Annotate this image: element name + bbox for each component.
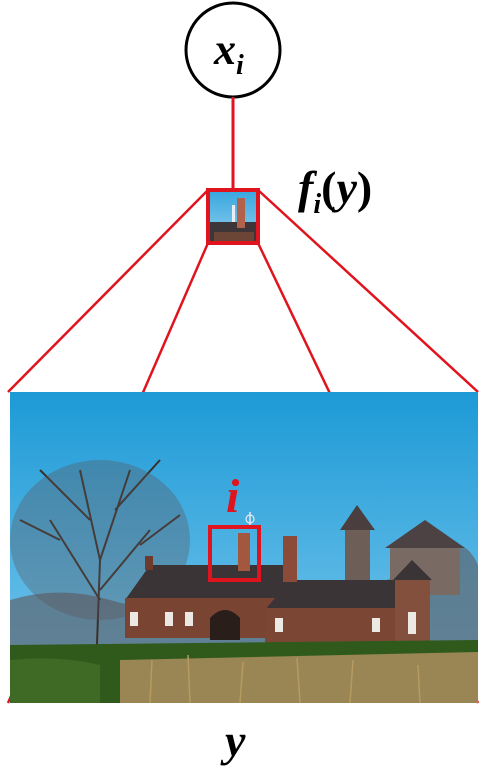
- node-x-i: xi: [184, 1, 282, 99]
- farmhouse-photo: [10, 392, 478, 703]
- factor-label: fi(y): [298, 162, 372, 220]
- outer-line-right: [257, 189, 479, 393]
- patch-frame: [206, 188, 260, 245]
- pixel-selection-box: [208, 525, 261, 582]
- outer-line-left: [7, 189, 209, 393]
- patch-thumbnail: [206, 188, 260, 245]
- pixel-label: i: [226, 470, 240, 523]
- image-label: y: [220, 715, 246, 766]
- node-label: xi: [213, 25, 244, 81]
